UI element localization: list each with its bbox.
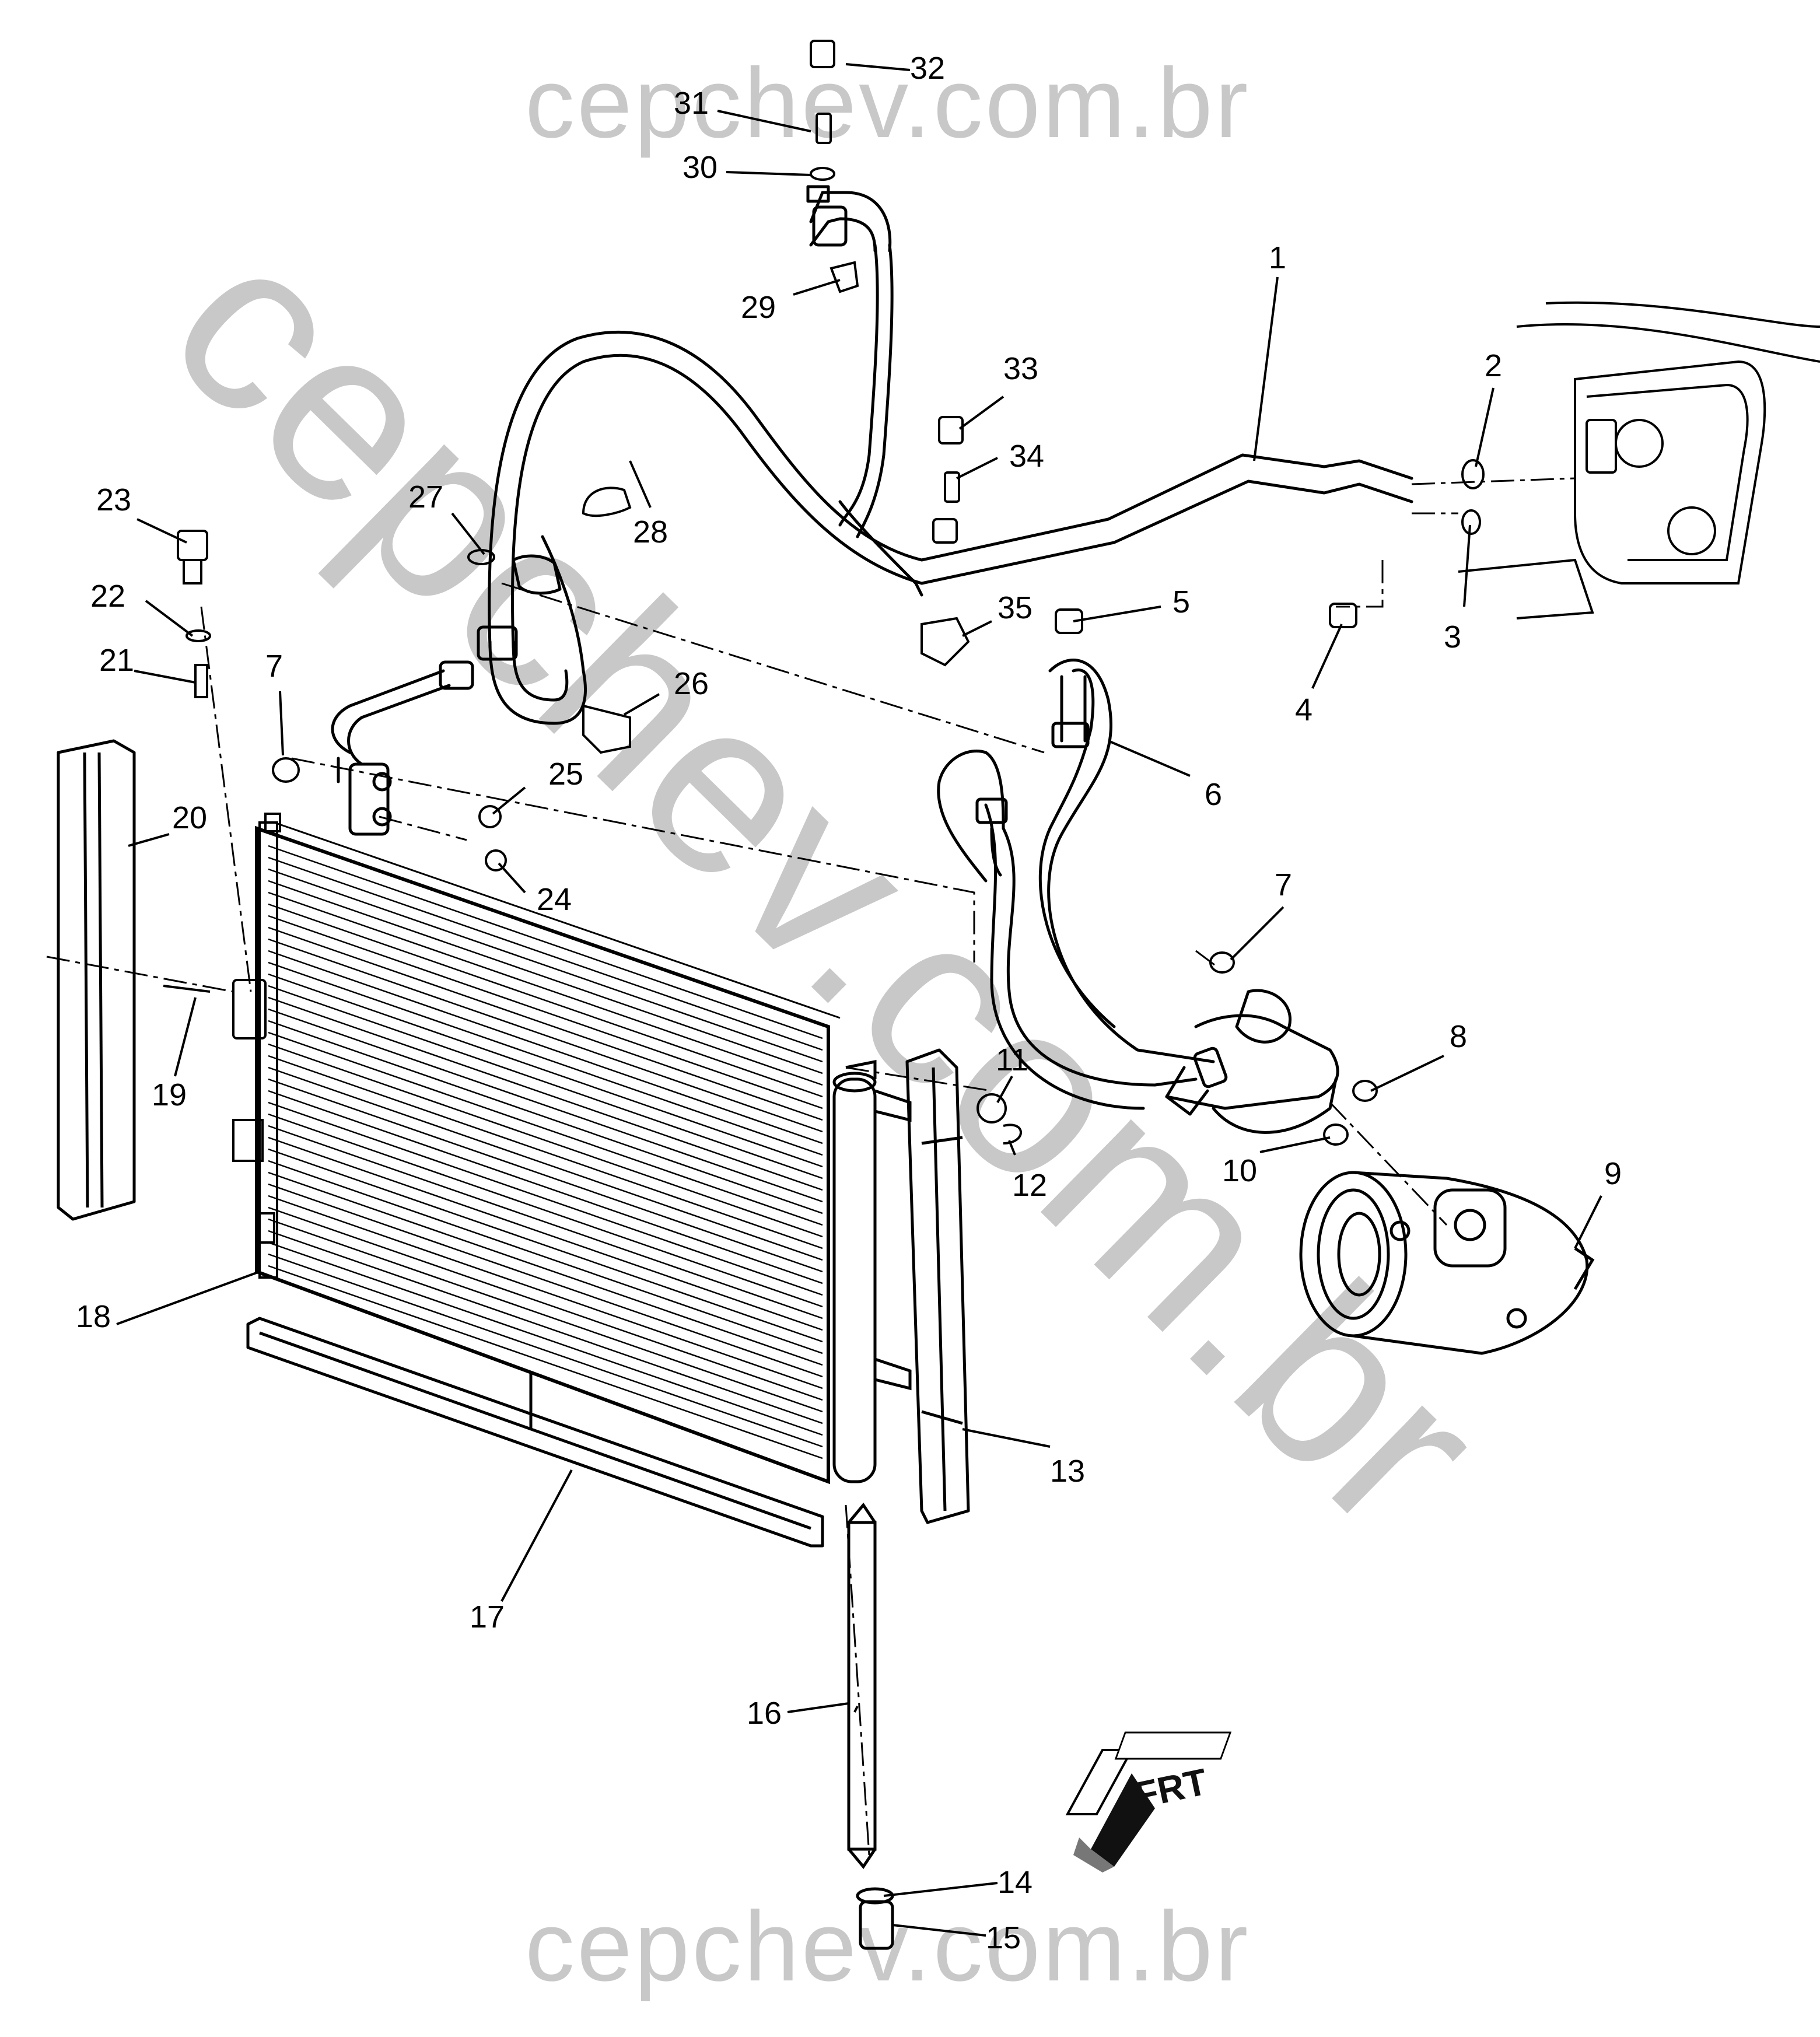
callout-7b: 7 — [1275, 867, 1292, 902]
callout-28: 28 — [633, 514, 668, 550]
callout-14: 14 — [998, 1865, 1032, 1900]
watermark-top: cepchev.com.br — [525, 48, 1250, 159]
callout-27: 27 — [408, 480, 443, 514]
frt-label: FRT — [1131, 1760, 1211, 1817]
callout-24: 24 — [537, 882, 572, 917]
callout-25: 25 — [548, 757, 583, 792]
leader-lines — [116, 63, 1602, 1937]
condenser-core — [232, 813, 841, 1485]
callout-30: 30 — [682, 150, 718, 185]
callout-19: 19 — [152, 1077, 187, 1112]
service-valve-low — [932, 416, 964, 544]
callout-6: 6 — [1205, 777, 1222, 812]
callout-17: 17 — [470, 1600, 505, 1634]
callout-29: 29 — [741, 290, 776, 325]
callout-4: 4 — [1295, 692, 1312, 727]
callout-20: 20 — [172, 800, 207, 835]
callout-12: 12 — [1012, 1168, 1047, 1203]
callout-22: 22 — [90, 579, 125, 614]
refrigerant-hose-upper — [477, 185, 1413, 725]
callout-11: 11 — [996, 1042, 1028, 1077]
callout-3: 3 — [1444, 620, 1461, 654]
callout-34: 34 — [1009, 439, 1044, 474]
callout-23: 23 — [96, 482, 131, 517]
callout-13: 13 — [1050, 1454, 1085, 1489]
callout-35: 35 — [998, 590, 1032, 625]
pressure-sensor — [163, 530, 211, 993]
callout-15: 15 — [986, 1920, 1021, 1955]
callout-5: 5 — [1172, 584, 1190, 620]
watermark-diagonal: cepchev.com.br — [120, 187, 1533, 1582]
condenser-tube-left — [331, 660, 474, 836]
callout-32: 32 — [910, 51, 945, 86]
o-rings-and-nuts — [272, 261, 1485, 1146]
watermark-bottom: cepchev.com.br — [525, 1891, 1250, 2002]
callout-2: 2 — [1485, 348, 1502, 383]
callout-1: 1 — [1269, 240, 1286, 275]
callout-labels: 1 2 3 4 5 6 7 7 8 9 10 11 12 13 14 15 16… — [76, 51, 1622, 1955]
firewall-block — [1458, 301, 1820, 620]
refrigerant-hose-lower — [937, 659, 1339, 1134]
frt-orientation-badge: FRT — [1065, 1731, 1232, 1873]
callout-18: 18 — [76, 1299, 111, 1334]
callout-10: 10 — [1222, 1153, 1257, 1188]
callout-31: 31 — [674, 86, 709, 121]
ac-compressor — [1299, 1171, 1595, 1355]
callout-9: 9 — [1604, 1156, 1622, 1191]
lower-seal-strip — [246, 1317, 824, 1548]
callout-16: 16 — [747, 1696, 782, 1731]
desiccant-cartridge — [847, 1502, 894, 1950]
callout-8: 8 — [1450, 1019, 1467, 1054]
callout-26: 26 — [674, 666, 709, 701]
side-seal-right — [905, 1048, 970, 1524]
front-arrow-icon — [1065, 1731, 1232, 1873]
callout-33: 33 — [1003, 351, 1038, 386]
callout-21: 21 — [99, 643, 134, 678]
callout-7a: 7 — [265, 649, 283, 684]
side-seal-left — [57, 739, 136, 1221]
